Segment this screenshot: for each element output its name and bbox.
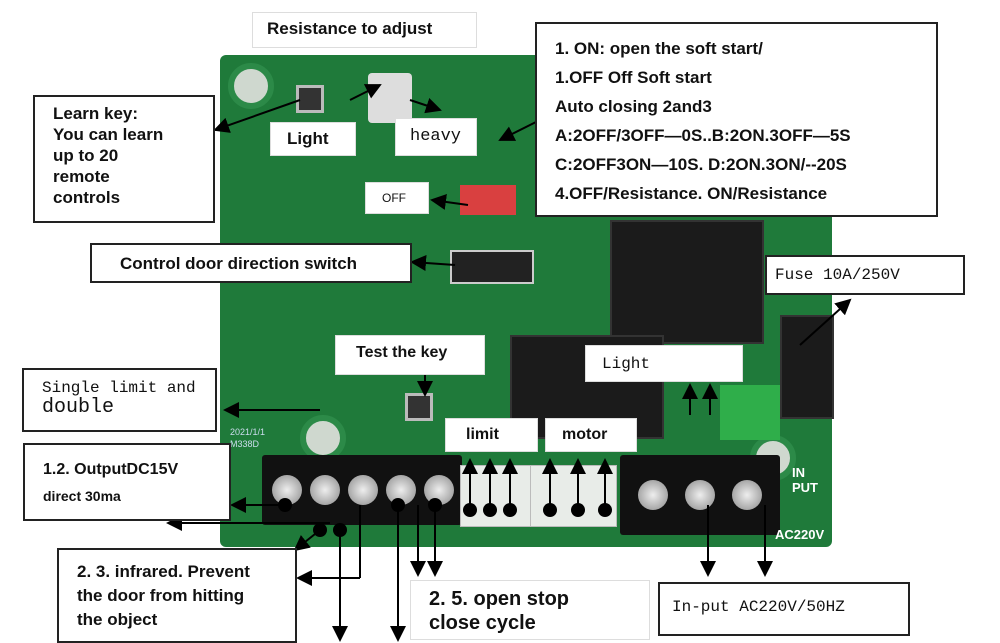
dip-info-line: 1. ON: open the soft start/: [555, 39, 763, 58]
single-limit-line: Single limit and: [42, 379, 196, 397]
output-dc-box: 1.2. OutputDC15V direct 30ma: [23, 443, 231, 521]
relay: [610, 220, 764, 344]
learn-key-line: You can learn: [53, 125, 164, 144]
terminal-block: [262, 455, 462, 525]
heavy-label: heavy: [395, 118, 477, 156]
light-label-left: Light: [270, 122, 356, 156]
limit-label: limit: [445, 418, 538, 452]
infrared-box: 2. 3. infrared. Prevent the door from hi…: [57, 548, 297, 643]
single-limit-box: Single limit and double: [22, 368, 217, 432]
resistance-adjust-label: Resistance to adjust: [252, 12, 477, 48]
light-label-right: Light: [585, 345, 743, 382]
single-limit-line: double: [42, 396, 115, 419]
learn-key-line: Learn key:: [53, 104, 139, 123]
dip-switch[interactable]: [460, 185, 516, 215]
power-terminal: [620, 455, 780, 535]
input-voltage-label: In-put AC220V/50HZ: [658, 582, 910, 636]
direction-switch-label: Control door direction switch: [90, 243, 412, 283]
learn-key-line: up to 20: [53, 146, 119, 165]
motor-connector: [530, 465, 617, 527]
infrared-line: the object: [77, 610, 158, 629]
test-button[interactable]: [405, 393, 433, 421]
dip-info-line: A:2OFF/3OFF—0S..B:2ON.3OFF—5S: [555, 126, 851, 145]
learn-button[interactable]: [296, 85, 324, 113]
learn-key-line: remote: [53, 167, 110, 186]
infrared-line: the door from hitting: [77, 586, 245, 605]
output-line: 1.2. OutputDC15V: [43, 461, 179, 478]
fuse-label: Fuse 10A/250V: [765, 255, 965, 295]
fuse-holder: [780, 315, 834, 419]
mounting-hole: [228, 63, 274, 109]
direction-slide-switch[interactable]: [450, 250, 534, 284]
dip-info-line: C:2OFF3ON—10S. D:2ON.3ON/--20S: [555, 155, 847, 174]
dip-info-line: 4.OFF/Resistance. ON/Resistance: [555, 184, 828, 203]
test-key-label: Test the key: [335, 335, 485, 375]
board-model: M338D: [230, 439, 260, 449]
board-input-label: IN PUT: [792, 465, 818, 495]
board-voltage-label: AC220V: [775, 527, 825, 542]
dip-info-line: 1.OFF Off Soft start: [555, 68, 712, 87]
learn-key-line: controls: [53, 188, 121, 207]
off-label: OFF: [365, 182, 429, 214]
output-line: direct 30ma: [43, 488, 121, 504]
green-terminal: [720, 385, 780, 440]
open-stop-line: 2. 5. open stop: [429, 588, 570, 610]
infrared-line: 2. 3. infrared. Prevent: [77, 562, 250, 581]
board-date: 2021/1/1: [230, 427, 266, 437]
learn-key-box: Learn key: You can learn up to 20 remote…: [33, 95, 215, 223]
open-stop-line: close cycle: [429, 612, 536, 634]
dip-switch-info-box: 1. ON: open the soft start/ 1.OFF Off So…: [535, 22, 938, 217]
open-stop-box: 2. 5. open stop close cycle: [410, 580, 650, 640]
dip-info-line: Auto closing 2and3: [555, 97, 712, 116]
motor-label: motor: [545, 418, 637, 452]
